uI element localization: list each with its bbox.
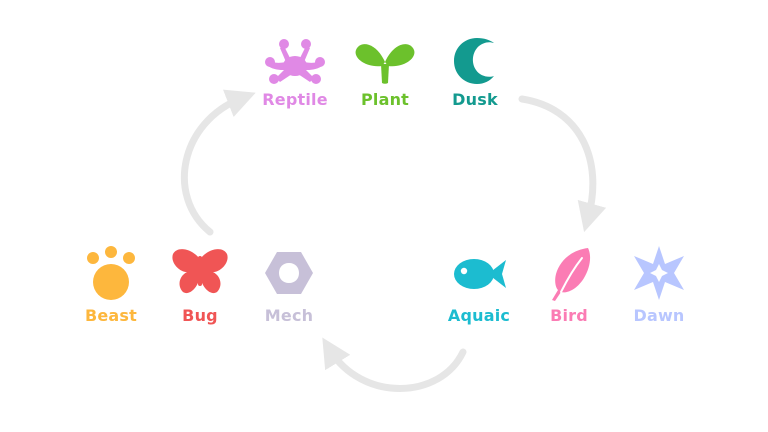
arrow-bottom: [322, 337, 467, 392]
class-plant: Plant: [340, 36, 430, 109]
dusk-label: Dusk: [452, 90, 498, 109]
bird-icon: [552, 248, 591, 301]
bird-label: Bird: [550, 306, 588, 325]
aquatic-label: Aquaic: [447, 306, 511, 325]
beast-label: Beast: [84, 306, 137, 325]
class-bug: Bug: [155, 244, 245, 325]
dawn-icon: [634, 246, 684, 300]
bug-label: Bug: [182, 306, 218, 325]
plant-label: Plant: [360, 90, 410, 109]
dusk-icon: [454, 38, 494, 84]
reptile-icon: [265, 39, 325, 84]
class-mech: Mech: [244, 244, 334, 325]
bug-icon: [172, 249, 228, 294]
dawn-label: Dawn: [633, 306, 685, 325]
class-dusk: Dusk: [430, 36, 520, 109]
mech-icon: [265, 252, 313, 294]
plant-icon: [355, 44, 415, 84]
class-dawn: Dawn: [614, 244, 704, 325]
class-beast: Beast: [66, 244, 156, 325]
beast-icon: [87, 246, 135, 300]
mech-label: Mech: [264, 306, 314, 325]
arrow-top-right: [518, 95, 607, 233]
class-reptile: Reptile: [250, 36, 340, 109]
reptile-label: Reptile: [262, 90, 328, 109]
aquatic-icon: [454, 259, 506, 289]
class-bird: Bird: [524, 244, 614, 325]
class-aquatic: Aquaic: [434, 244, 524, 325]
arrow-left: [180, 89, 256, 236]
